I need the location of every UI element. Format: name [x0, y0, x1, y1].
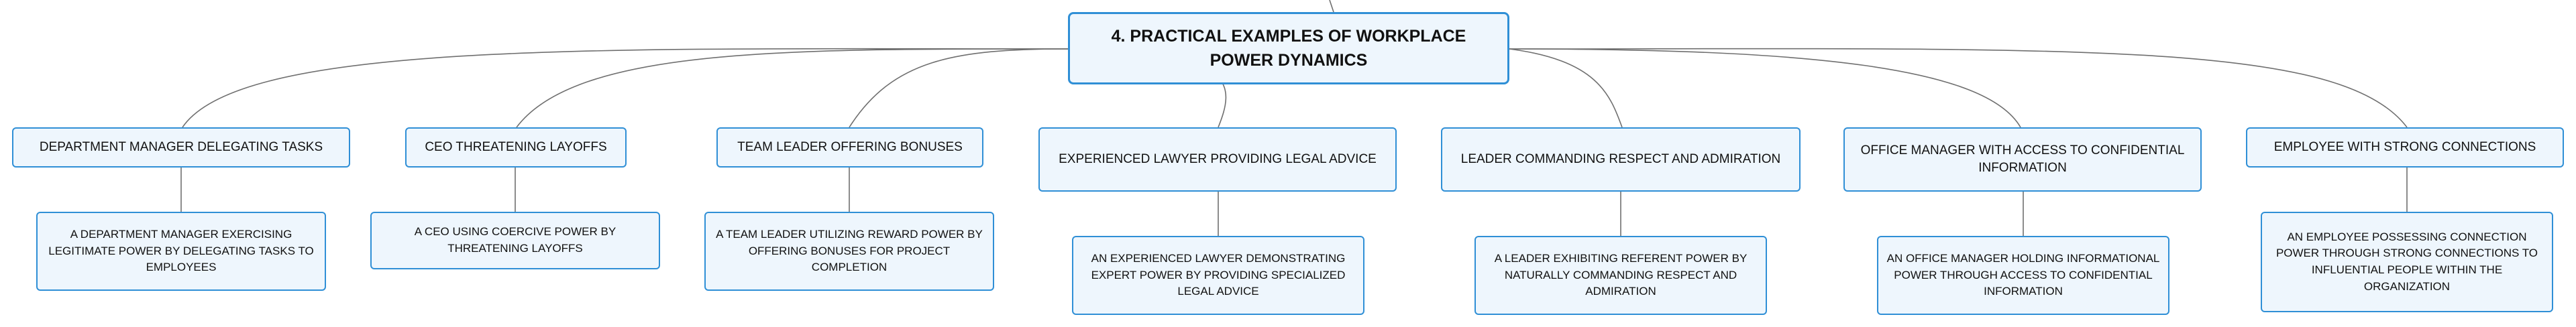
- detail-office-manager[interactable]: AN OFFICE MANAGER HOLDING INFORMATIONAL …: [1877, 236, 2169, 315]
- connector-root-topic-5: [1509, 48, 1623, 128]
- topic-label: OFFICE MANAGER WITH ACCESS TO CONFIDENTI…: [1860, 143, 2185, 175]
- connector-root-topic-1: [182, 48, 1069, 128]
- connector-root-topic-3: [849, 48, 1069, 128]
- topic-ceo-threatening-layoffs[interactable]: CEO THREATENING LAYOFFS: [405, 127, 627, 168]
- detail-label: A CEO USING COERCIVE POWER BY THREATENIN…: [414, 225, 616, 255]
- topic-label: EXPERIENCED LAWYER PROVIDING LEGAL ADVIC…: [1059, 152, 1377, 167]
- root-topic-label: 4. PRACTICAL EXAMPLES OF WORKPLACE POWER…: [1111, 26, 1466, 70]
- detail-label: AN EXPERIENCED LAWYER DEMONSTRATING EXPE…: [1091, 252, 1346, 298]
- topic-label: LEADER COMMANDING RESPECT AND ADMIRATION: [1460, 152, 1781, 167]
- detail-label: AN EMPLOYEE POSSESSING CONNECTION POWER …: [2275, 230, 2538, 293]
- topic-label: EMPLOYEE WITH STRONG CONNECTIONS: [2273, 140, 2536, 155]
- detail-leader-referent-power[interactable]: A LEADER EXHIBITING REFERENT POWER BY NA…: [1474, 236, 1767, 315]
- connector-root-topic-2: [516, 48, 1069, 128]
- topic-leader-commanding-respect[interactable]: LEADER COMMANDING RESPECT AND ADMIRATION: [1441, 127, 1801, 192]
- detail-label: A TEAM LEADER UTILIZING REWARD POWER BY …: [716, 228, 983, 274]
- connector-root-topic-6: [1509, 48, 2021, 128]
- detail-experienced-lawyer[interactable]: AN EXPERIENCED LAWYER DEMONSTRATING EXPE…: [1072, 236, 1364, 315]
- topic-experienced-lawyer-providing-legal-advice[interactable]: EXPERIENCED LAWYER PROVIDING LEGAL ADVIC…: [1038, 127, 1397, 192]
- root-topic[interactable]: 4. PRACTICAL EXAMPLES OF WORKPLACE POWER…: [1068, 12, 1509, 84]
- topic-label: DEPARTMENT MANAGER DELEGATING TASKS: [39, 140, 323, 155]
- topic-team-leader-offering-bonuses[interactable]: TEAM LEADER OFFERING BONUSES: [716, 127, 983, 168]
- topic-office-manager-confidential-information[interactable]: OFFICE MANAGER WITH ACCESS TO CONFIDENTI…: [1843, 127, 2202, 192]
- connector-parent-root: [1329, 0, 1334, 13]
- topic-label: CEO THREATENING LAYOFFS: [425, 140, 607, 155]
- detail-department-manager[interactable]: A DEPARTMENT MANAGER EXERCISING LEGITIMA…: [36, 212, 326, 291]
- topic-employee-with-strong-connections[interactable]: EMPLOYEE WITH STRONG CONNECTIONS: [2246, 127, 2564, 168]
- detail-employee-connection-power[interactable]: AN EMPLOYEE POSSESSING CONNECTION POWER …: [2261, 212, 2553, 312]
- detail-label: AN OFFICE MANAGER HOLDING INFORMATIONAL …: [1886, 252, 2160, 298]
- topic-department-manager-delegating-tasks[interactable]: DEPARTMENT MANAGER DELEGATING TASKS: [12, 127, 350, 168]
- topic-label: TEAM LEADER OFFERING BONUSES: [737, 140, 963, 155]
- detail-label: A LEADER EXHIBITING REFERENT POWER BY NA…: [1494, 252, 1748, 298]
- detail-ceo[interactable]: A CEO USING COERCIVE POWER BY THREATENIN…: [370, 212, 660, 269]
- detail-team-leader[interactable]: A TEAM LEADER UTILIZING REWARD POWER BY …: [704, 212, 994, 291]
- connector-root-topic-7: [1509, 48, 2408, 128]
- detail-label: A DEPARTMENT MANAGER EXERCISING LEGITIMA…: [48, 228, 314, 274]
